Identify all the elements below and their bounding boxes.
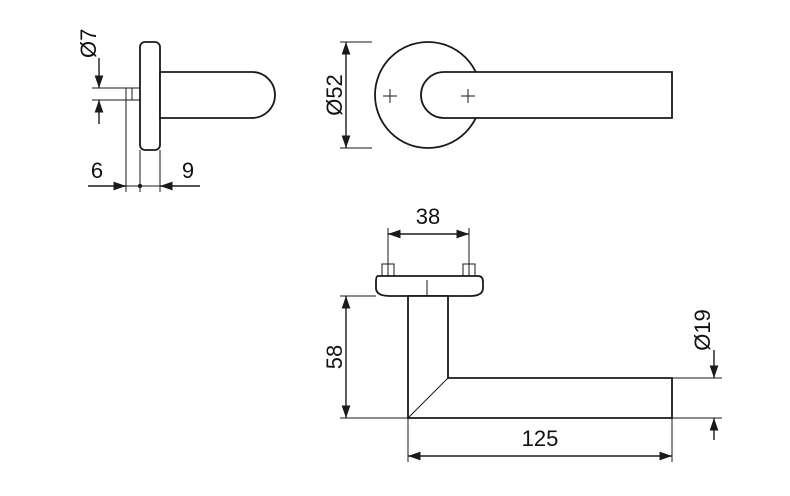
dim-handle-diameter: Ø19: [690, 309, 715, 351]
side-view: Ø7 6 9: [76, 29, 276, 192]
screw-mark-right: [461, 89, 475, 103]
dim-fixing-distance: 38: [416, 204, 440, 229]
top-view: 38 58 125 Ø19: [322, 204, 722, 462]
top-view-lever: [407, 295, 673, 419]
dim-rose-diameter: Ø52: [322, 74, 347, 116]
side-view-spindle: [125, 87, 141, 101]
dim-handle-length: 125: [522, 426, 559, 451]
side-view-rose: [139, 41, 161, 151]
screw-mark-left: [383, 89, 397, 103]
front-view-lever: [420, 71, 673, 119]
dim-rose-offset-left: 6: [91, 158, 103, 183]
dim-rose-offset-right: 9: [182, 158, 194, 183]
dim-spindle-diameter: Ø7: [76, 29, 101, 58]
dim-handle-height: 58: [322, 345, 347, 369]
side-view-lever: [159, 71, 276, 119]
front-view: Ø52: [322, 41, 673, 149]
top-view-rose: [375, 275, 484, 297]
